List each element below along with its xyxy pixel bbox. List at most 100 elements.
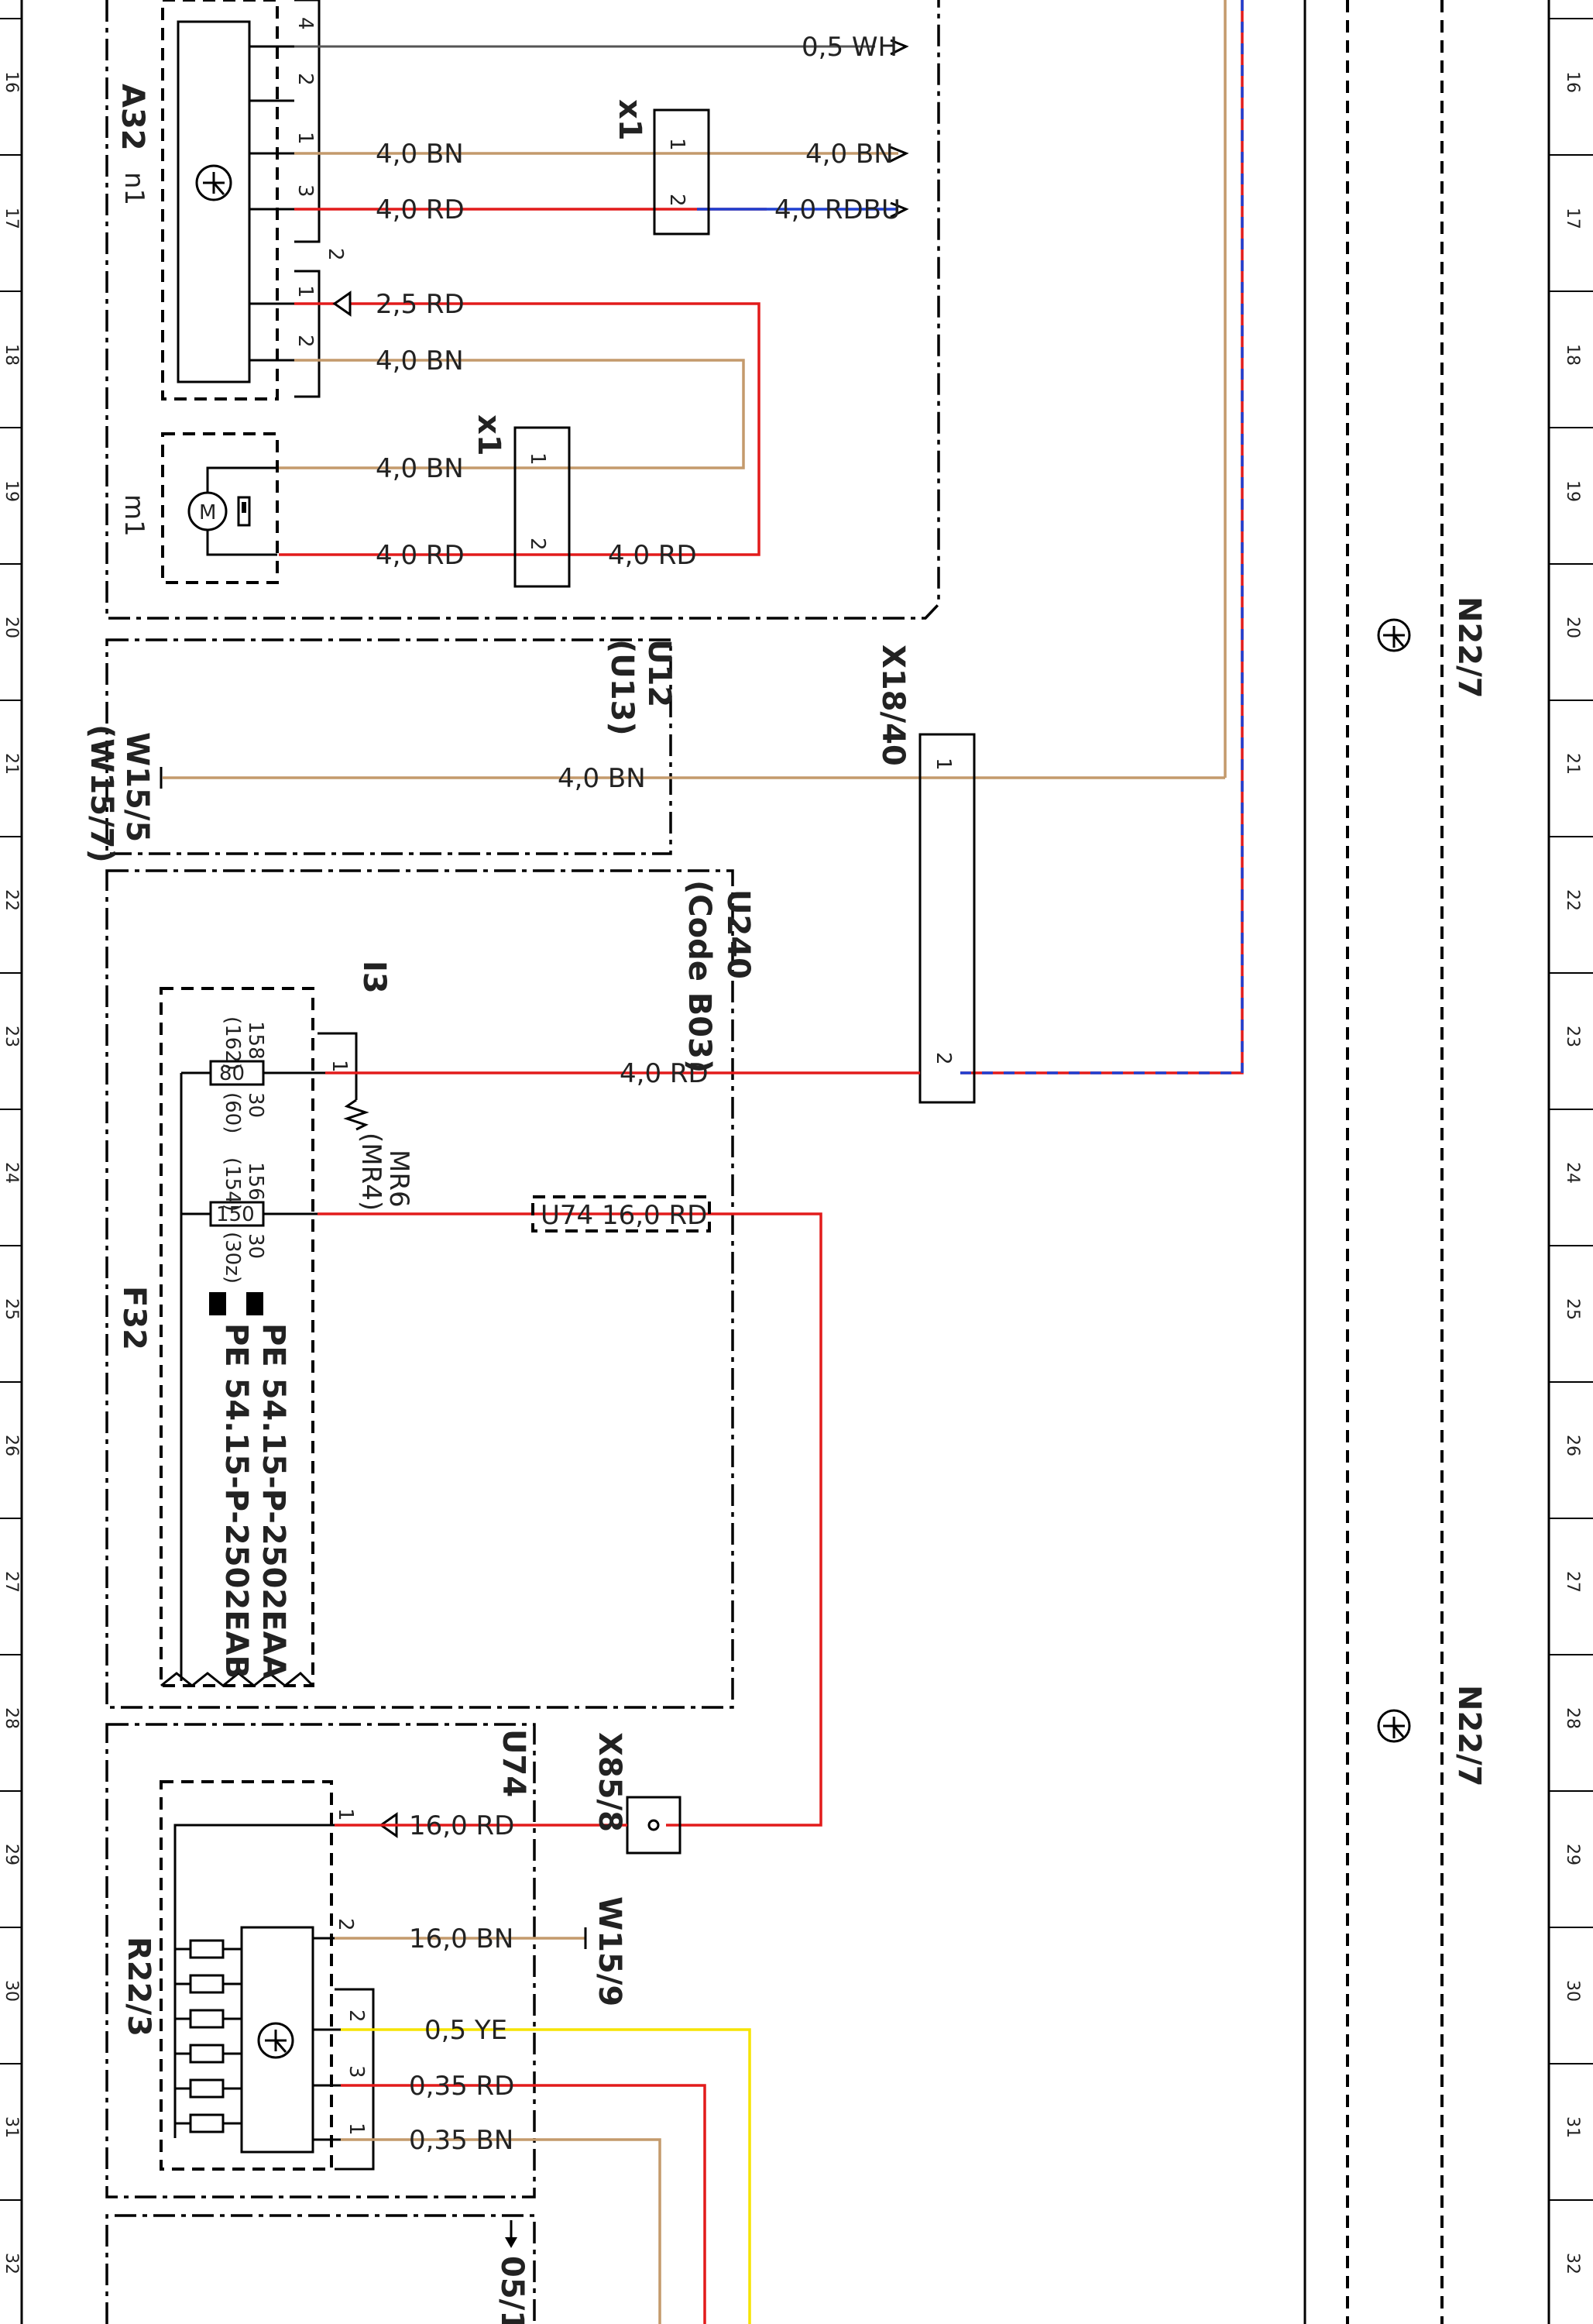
pin-4: 4 [294, 17, 317, 30]
wire-16-0-rd: 16,0 RD [409, 1810, 514, 1841]
row-number: 21 [1563, 753, 1582, 775]
term-30z: (30z) [221, 1232, 244, 1284]
bottom-section: 05/1 [105, 2214, 536, 2324]
r-pin-1: 1 [334, 1808, 357, 1821]
x1-mid-pin-2: 2 [526, 538, 549, 551]
u13-label: (U13) [604, 639, 640, 736]
row-number: 22 [1563, 889, 1582, 911]
right-region: N22/7 N22/7 [1303, 0, 1487, 2324]
term-154: (154) [221, 1157, 244, 1212]
fuse-80: 80 [219, 1062, 245, 1085]
pe-ref-1: PE 54.15-P-2502EAA [256, 1323, 291, 1679]
term-60: (60) [221, 1092, 244, 1133]
u240-label: U240 [720, 889, 756, 979]
wire-16-0-bn: 16,0 BN [409, 1923, 513, 1954]
row-number: 25 [2, 1298, 21, 1320]
row-number: 20 [2, 617, 21, 638]
a32-wires [279, 39, 909, 588]
row-number: 30 [2, 1980, 21, 2002]
f32-label: F32 [116, 1286, 152, 1350]
a32-wire-labels: 0,5 WH 4,0 BN 4,0 BN 4,0 RD 4,0 RDBU 2,5… [376, 32, 901, 571]
row-number: 28 [1563, 1707, 1582, 1729]
term-162: (162) [221, 1016, 244, 1071]
x1-top-pin-1: 1 [665, 138, 688, 151]
pe-ref-2: PE 54.15-P-2502EAB [218, 1323, 254, 1679]
row-number: 19 [2, 480, 21, 502]
row-number: 27 [1563, 1571, 1582, 1593]
i3-label: I3 [356, 961, 392, 994]
motor-symbol: M [199, 501, 216, 524]
resistor [189, 2113, 225, 2133]
r-pin-2b: 2 [345, 2009, 368, 2023]
f32-pin-1: 1 [328, 1060, 351, 1073]
wire-4-0-rdbu: 4,0 RDBU [774, 194, 901, 225]
x18-40-connector: X18/40 1 2 [875, 645, 976, 1104]
wire-4-0-rd-a: 4,0 RD [376, 194, 465, 225]
u12-label: U12 [641, 639, 677, 707]
term-30b: 30 [244, 1233, 267, 1259]
resistor [189, 2009, 225, 2029]
wire-4-0-rd-e: 4,0 RD [620, 1058, 709, 1089]
row-number: 27 [2, 1571, 21, 1593]
row-number: 26 [2, 1435, 21, 1456]
row-number: 24 [2, 1162, 21, 1184]
pin-1: 1 [294, 132, 317, 145]
row-number: 26 [1563, 1435, 1582, 1456]
u240-section: U74 16,0 RD 4,0 RD 80 150 158 (162) 30 (… [105, 869, 920, 1827]
a32-enclosure: M A32 n1 m1 4 2 1 3 2 1 2 [105, 0, 940, 620]
code-b03-label: (Code B03) [681, 880, 717, 1073]
resistor [189, 2044, 225, 2064]
n22-7-label-b: N22/7 [1451, 1685, 1487, 1787]
resistor [189, 1939, 225, 1959]
x85-8-label: X85/8 [592, 1732, 627, 1832]
wire-4-0-bn-d: 4,0 BN [558, 763, 646, 794]
row-number: 31 [1563, 2116, 1582, 2138]
r-pin-3: 3 [345, 2065, 368, 2078]
wire-4-0-bn-a: 4,0 BN [376, 139, 464, 170]
u74-section: 16,0 RD 16,0 BN 0,5 YE 0,35 RD 0,35 BN 1… [105, 1723, 751, 2324]
pin-3: 3 [294, 184, 317, 198]
row-number: 29 [2, 1844, 21, 1865]
wire-4-0-rd-c2: 4,0 RD [608, 540, 697, 571]
resistor [189, 1974, 225, 1994]
x18-40-pin-2: 2 [932, 1052, 955, 1065]
row-number: 30 [1563, 1980, 1582, 2002]
row-number: 19 [1563, 480, 1582, 502]
row-number: 25 [1563, 1298, 1582, 1320]
row-number: 18 [1563, 344, 1582, 366]
u12-section: 4,0 BN W15/5 (W15/7) U12 (U13) [84, 0, 1244, 1074]
row-number: 22 [2, 889, 21, 911]
row-number: 32 [2, 2253, 21, 2274]
wire-0-35-bn: 0,35 BN [409, 2125, 513, 2156]
row-number: 16 [1563, 71, 1582, 93]
mr6-label: MR6 [383, 1150, 414, 1208]
w15-5-label: W15/5 [119, 732, 155, 842]
fuse-150: 150 [216, 1203, 255, 1226]
pin-2b: 2 [294, 335, 317, 348]
wire-u74-16-0-rd: U74 16,0 RD [541, 1200, 707, 1231]
m1-label: m1 [118, 494, 149, 537]
row-number: 32 [1563, 2253, 1582, 2274]
r-pin-2: 2 [334, 1918, 357, 1931]
n22-7-symbol-b [1377, 1709, 1411, 1743]
row-number: 17 [1563, 208, 1582, 229]
wire-0-5-wh: 0,5 WH [802, 32, 898, 63]
wire-4-0-bn-c: 4,0 BN [376, 453, 464, 484]
x18-40-label: X18/40 [875, 645, 911, 766]
wire-4-0-rd-c: 4,0 RD [376, 540, 465, 571]
row-number: 21 [2, 753, 21, 775]
x1-mid-pin-1: 1 [526, 452, 549, 466]
n22-7-symbol-a [1377, 618, 1411, 652]
wire-0-5-ye: 0,5 YE [424, 2015, 507, 2046]
x1-top-label: x1 [612, 99, 647, 141]
ref-05-label: 05/1 [494, 2256, 530, 2324]
wire-0-35-rd: 0,35 RD [409, 2071, 514, 2102]
r-pin-1b: 1 [345, 2123, 368, 2136]
w15-9-label: W15/9 [592, 1896, 627, 2006]
row-number: 20 [1563, 617, 1582, 638]
hand-pointer-icon [209, 1292, 263, 1315]
x1-mid-label: x1 [471, 414, 506, 456]
n22-7-label-a: N22/7 [1451, 596, 1487, 699]
